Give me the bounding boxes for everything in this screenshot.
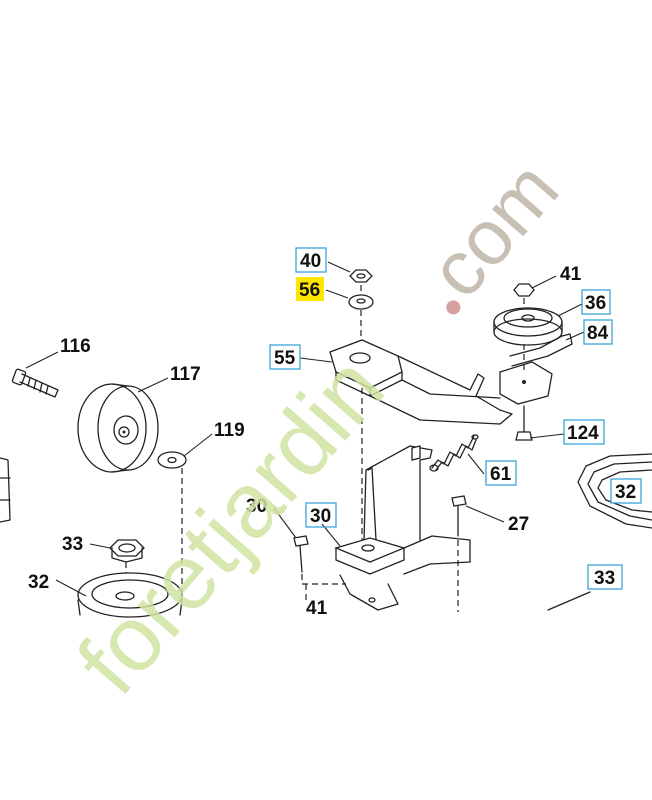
mount-bracket-27 [334,445,471,611]
callouts: 40 56 55 41 36 84 116 117 119 124 61 32 … [28,247,642,619]
callout-84: 84 [587,323,609,344]
callout-box-40 [295,247,327,273]
callout-box-32-right [610,478,642,504]
washer-56 [348,294,374,310]
bolt-30-right [451,495,467,537]
callout-56: 56 [299,280,320,301]
callout-box-61 [485,460,517,486]
pulley-36 [493,283,563,346]
spring-61 [429,434,479,472]
bolt-30-left [293,535,309,573]
callout-40: 40 [300,251,321,272]
callout-30-left: 30 [246,496,267,517]
watermark-dot [446,300,461,315]
callout-116: 116 [60,336,91,357]
nut-40 [349,269,373,283]
callout-box-84 [583,319,613,345]
callout-box-124 [563,419,605,445]
callout-33-right: 33 [594,568,615,589]
washer-119 [157,451,187,469]
callout-30-right: 27 [508,514,529,535]
callout-33-left: 33 [62,534,83,555]
pulley-32-left [77,572,183,618]
callout-61: 61 [490,464,512,485]
watermark-com: .com [398,145,575,330]
callout-117: 117 [170,364,201,385]
callout-highlight-56 [296,277,324,301]
callout-32-left: 32 [28,572,49,593]
callout-124: 124 [567,423,599,444]
callout-41-bottom: 41 [306,598,328,619]
bolt-116 [11,368,59,398]
callout-41-top: 41 [560,264,582,285]
bracket-84 [509,333,573,367]
callout-box-27 [305,502,337,528]
callout-box-33-right [587,564,623,590]
idler-arm-55 [329,339,553,425]
belt-32-right [577,453,652,529]
parts-drawing [0,269,652,618]
belt-33-right [547,591,591,611]
wheel-117 [77,383,159,473]
callout-box-55 [269,344,301,370]
edge-part-left [0,457,11,523]
callout-32-right: 32 [615,482,636,503]
callout-leaders [25,261,585,597]
callout-box-36 [581,289,611,315]
axis-30-left [301,574,346,585]
bolt-124 [515,405,533,441]
edge-part-left-detail [0,477,11,501]
callout-36: 36 [585,293,606,314]
callout-55: 55 [274,348,296,369]
callout-27: 30 [310,506,331,527]
callout-119: 119 [214,420,245,441]
